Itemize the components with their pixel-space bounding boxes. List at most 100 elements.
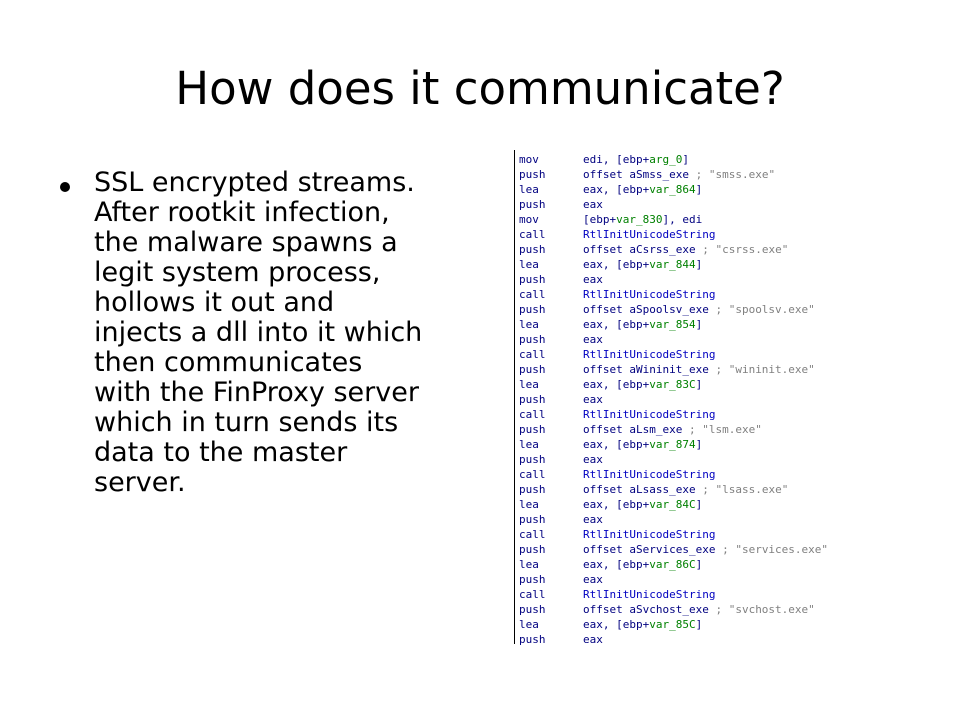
- code-mnemonic: push: [519, 393, 546, 406]
- code-token: ]: [695, 438, 703, 451]
- code-token: offset aLsass_exe: [583, 483, 703, 496]
- code-token: eax, [ebp+: [583, 498, 650, 511]
- code-token: var_854: [649, 318, 696, 331]
- code-token: offset aServices_exe: [583, 543, 723, 556]
- code-token: RtlInitUnicodeString: [583, 288, 716, 301]
- code-mnemonic: push: [519, 168, 546, 181]
- code-token: eax, [ebp+: [583, 618, 650, 631]
- code-operands: RtlInitUnicodeString: [583, 407, 715, 422]
- code-operands: offset aCsrss_exe ; "csrss.exe": [583, 242, 788, 257]
- code-mnemonic: push: [519, 573, 546, 586]
- code-token: eax, [ebp+: [583, 378, 650, 391]
- code-mnemonic: push: [519, 243, 546, 256]
- code-token: ; "lsass.exe": [702, 483, 789, 496]
- code-mnemonic: call: [519, 468, 546, 481]
- code-token: RtlInitUnicodeString: [583, 408, 716, 421]
- code-operands: offset aSvchost_exe ; "svchost.exe": [583, 602, 815, 617]
- code-token: var_85C: [649, 618, 696, 631]
- code-token: eax: [583, 453, 603, 466]
- code-token: eax, [ebp+: [583, 318, 650, 331]
- code-token: offset aSmss_exe: [583, 168, 696, 181]
- code-token: ]: [695, 618, 703, 631]
- code-mnemonic: push: [519, 198, 546, 211]
- code-operands: eax: [583, 197, 603, 212]
- code-token: ]: [695, 183, 703, 196]
- code-token: ; "smss.exe": [695, 168, 776, 181]
- code-operands: RtlInitUnicodeString: [583, 587, 715, 602]
- code-token: offset aCsrss_exe: [583, 243, 703, 256]
- code-token: ]: [695, 318, 703, 331]
- code-token: eax: [583, 273, 603, 286]
- code-token: RtlInitUnicodeString: [583, 348, 716, 361]
- code-token: ]: [695, 258, 703, 271]
- code-operands: offset aSmss_exe ; "smss.exe": [583, 167, 775, 182]
- code-token: var_830: [616, 213, 663, 226]
- code-token: ; "wininit.exe": [715, 363, 815, 376]
- code-operands: edi, [ebp+arg_0]: [583, 152, 689, 167]
- code-token: ]: [695, 378, 703, 391]
- disassembly-panel: mov edi, [ebp+arg_0]push offset aSmss_exe …: [514, 150, 895, 646]
- code-token: var_874: [649, 438, 696, 451]
- code-token: var_86C: [649, 558, 696, 571]
- code-operands: eax, [ebp+var_844]: [583, 257, 702, 272]
- code-operands: RtlInitUnicodeString: [583, 287, 715, 302]
- code-token: var_844: [649, 258, 696, 271]
- code-token: [ebp+: [583, 213, 617, 226]
- code-mnemonic: lea: [519, 378, 539, 391]
- code-operands: offset aWininit_exe ; "wininit.exe": [583, 362, 815, 377]
- code-token: eax, [ebp+: [583, 258, 650, 271]
- code-token: ; "spoolsv.exe": [715, 303, 815, 316]
- code-token: eax, [ebp+: [583, 558, 650, 571]
- code-operands: eax: [583, 272, 603, 287]
- code-token: ; "csrss.exe": [702, 243, 789, 256]
- bullet-dot-icon: [60, 182, 70, 192]
- code-mnemonic: push: [519, 543, 546, 556]
- code-mnemonic: push: [519, 453, 546, 466]
- code-mnemonic: call: [519, 408, 546, 421]
- code-mnemonic: push: [519, 423, 546, 436]
- code-token: offset aLsm_exe: [583, 423, 689, 436]
- code-token: ; "services.exe": [722, 543, 829, 556]
- code-mnemonic: call: [519, 348, 546, 361]
- code-token: ]: [695, 498, 703, 511]
- code-token: RtlInitUnicodeString: [583, 468, 716, 481]
- code-token: eax: [583, 633, 603, 646]
- code-operands: eax: [583, 452, 603, 467]
- code-mnemonic: lea: [519, 258, 539, 271]
- code-mnemonic: call: [519, 288, 546, 301]
- code-operands: RtlInitUnicodeString: [583, 347, 715, 362]
- code-operands: offset aSpoolsv_exe ; "spoolsv.exe": [583, 302, 815, 317]
- code-mnemonic: mov: [519, 153, 539, 166]
- code-mnemonic: lea: [519, 558, 539, 571]
- code-mnemonic: lea: [519, 498, 539, 511]
- code-operands: eax, [ebp+var_864]: [583, 182, 702, 197]
- code-mnemonic: push: [519, 603, 546, 616]
- code-mnemonic: call: [519, 228, 546, 241]
- code-mnemonic: call: [519, 528, 546, 541]
- code-token: RtlInitUnicodeString: [583, 228, 716, 241]
- code-token: ; "lsm.exe": [688, 423, 762, 436]
- code-mnemonic: lea: [519, 318, 539, 331]
- code-operands: offset aLsm_exe ; "lsm.exe": [583, 422, 762, 437]
- code-operands: eax, [ebp+var_86C]: [583, 557, 702, 572]
- code-operands: offset aServices_exe ; "services.exe": [583, 542, 828, 557]
- code-mnemonic: push: [519, 273, 546, 286]
- code-operands: RtlInitUnicodeString: [583, 467, 715, 482]
- code-token: ], edi: [662, 213, 703, 226]
- code-token: eax, [ebp+: [583, 438, 650, 451]
- code-token: ; "svchost.exe": [715, 603, 815, 616]
- code-mnemonic: call: [519, 588, 546, 601]
- code-operands: eax: [583, 512, 603, 527]
- code-operands: eax, [ebp+var_874]: [583, 437, 702, 452]
- code-mnemonic: mov: [519, 213, 539, 226]
- code-mnemonic: push: [519, 333, 546, 346]
- code-operands: offset aLsass_exe ; "lsass.exe": [583, 482, 788, 497]
- code-token: eax, [ebp+: [583, 183, 650, 196]
- code-token: RtlInitUnicodeString: [583, 588, 716, 601]
- code-token: eax: [583, 513, 603, 526]
- code-token: ]: [695, 558, 703, 571]
- code-token: eax: [583, 333, 603, 346]
- code-mnemonic: push: [519, 633, 546, 646]
- code-mnemonic: lea: [519, 438, 539, 451]
